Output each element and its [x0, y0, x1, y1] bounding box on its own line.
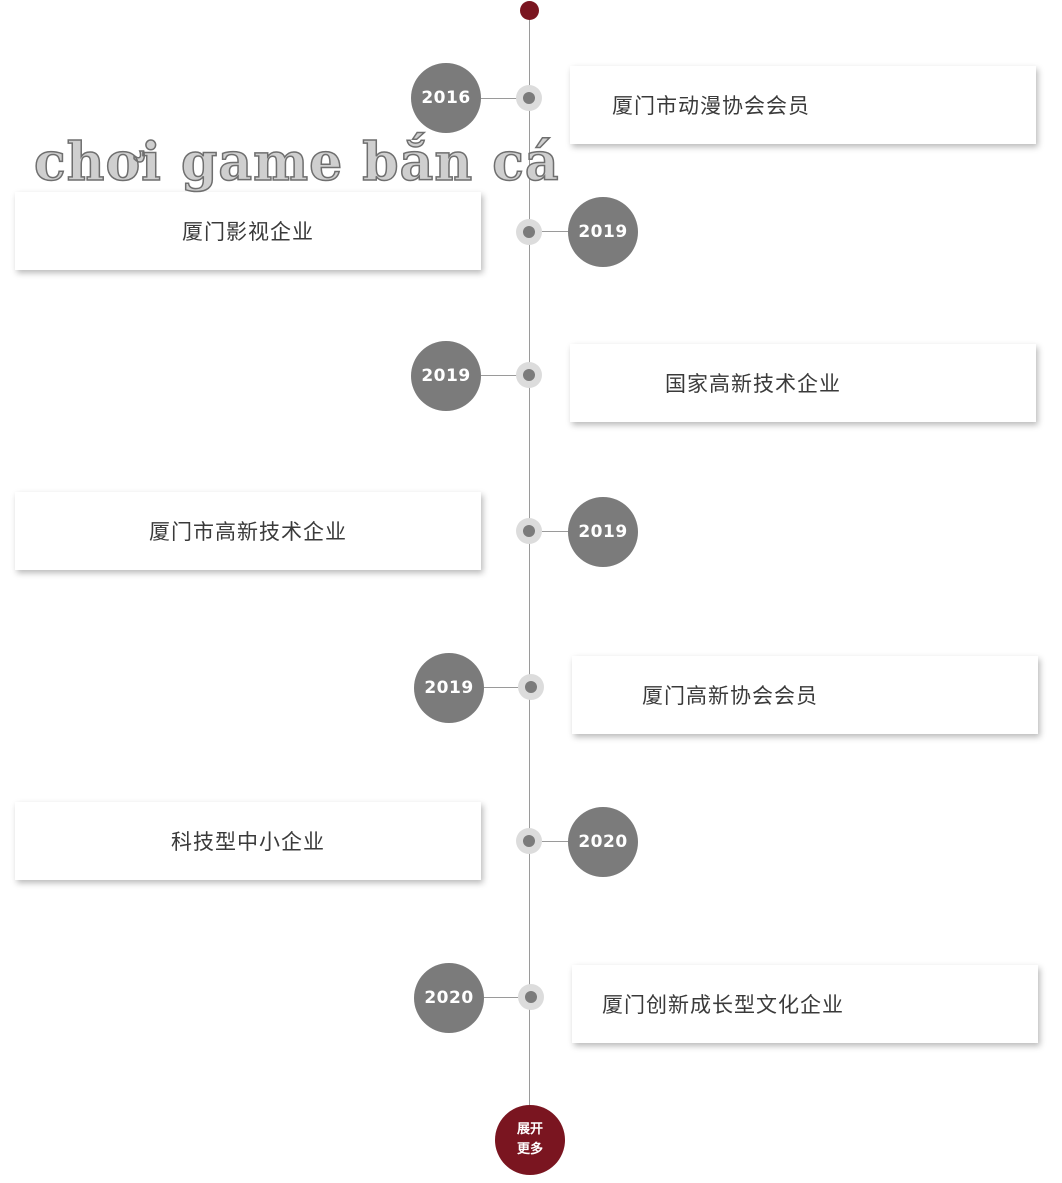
milestone-label: 科技型中小企业 — [171, 830, 325, 854]
milestone-label: 厦门影视企业 — [182, 220, 314, 244]
timeline-start-dot — [520, 1, 539, 20]
milestone-label: 厦门市高新技术企业 — [149, 520, 347, 544]
expand-more-button[interactable]: 展开 更多 — [495, 1105, 565, 1175]
connector-line — [484, 687, 518, 688]
timeline-node — [518, 674, 544, 700]
expand-more-label-line1: 展开 — [516, 1122, 543, 1137]
milestone-label: 厦门市动漫协会会员 — [612, 94, 810, 118]
milestone-card: 厦门市高新技术企业 — [15, 492, 481, 570]
milestone-card: 厦门影视企业 — [15, 192, 481, 270]
year-badge: 2019 — [568, 497, 638, 567]
year-badge: 2019 — [414, 653, 484, 723]
year-badge: 2020 — [414, 963, 484, 1033]
connector-line — [542, 231, 569, 232]
timeline-node — [518, 984, 544, 1010]
milestone-label: 厦门创新成长型文化企业 — [602, 993, 844, 1017]
year-badge: 2020 — [568, 807, 638, 877]
timeline-axis — [529, 10, 530, 1140]
year-badge: 2019 — [568, 197, 638, 267]
milestone-card: 科技型中小企业 — [15, 802, 481, 880]
timeline-node — [516, 85, 542, 111]
timeline-node — [516, 219, 542, 245]
milestone-label: 厦门高新协会会员 — [642, 684, 818, 708]
year-badge: 2019 — [411, 341, 481, 411]
expand-more-label-line2: 更多 — [516, 1142, 543, 1157]
milestone-card: 厦门市动漫协会会员 — [570, 66, 1036, 144]
milestone-card: 厦门高新协会会员 — [572, 656, 1038, 734]
timeline-node — [516, 828, 542, 854]
timeline-node — [516, 362, 542, 388]
watermark-text: chơi game bắn cá — [33, 131, 560, 194]
timeline-node — [516, 518, 542, 544]
year-badge: 2016 — [411, 63, 481, 133]
milestone-card: 厦门创新成长型文化企业 — [572, 965, 1038, 1043]
connector-line — [542, 841, 569, 842]
connector-line — [542, 531, 569, 532]
milestone-label: 国家高新技术企业 — [665, 372, 841, 396]
milestone-card: 国家高新技术企业 — [570, 344, 1036, 422]
connector-line — [481, 98, 517, 99]
connector-line — [481, 375, 517, 376]
connector-line — [484, 997, 518, 998]
